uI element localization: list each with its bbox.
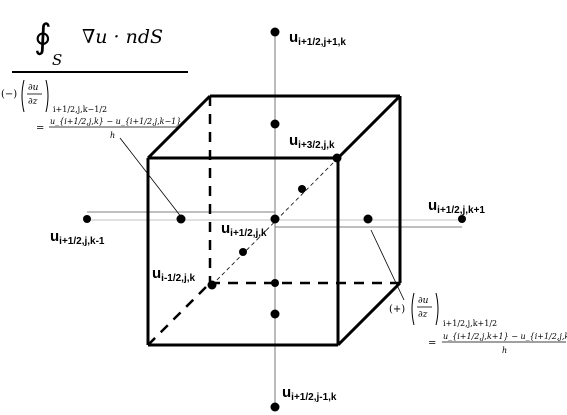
left-leader-line bbox=[119, 137, 183, 219]
label-top-point: ui+1/2,j+1,k bbox=[289, 29, 346, 48]
label-bottom-point: ui+1/2,j-1,k bbox=[282, 384, 337, 403]
right-deriv-num: ∂u bbox=[418, 296, 429, 306]
cube-top-right-edge bbox=[336, 94, 402, 160]
integral-symbol: ∮ bbox=[34, 17, 52, 57]
point-right-inner bbox=[363, 214, 373, 224]
right-deriv-den: ∂z bbox=[418, 310, 428, 320]
control-volume-cube bbox=[146, 94, 402, 347]
label-back-point: ui+3/2,j,k bbox=[289, 132, 335, 151]
point-bottom-inner-upper bbox=[271, 279, 279, 287]
integrand: ∇u · ndS bbox=[82, 26, 163, 48]
point-top-inner bbox=[270, 119, 280, 129]
point-front bbox=[207, 280, 217, 290]
left-paren-close bbox=[45, 79, 49, 113]
left-eq-num: u_{i+1/2,j,k} − u_{i+1/2,j,k−1} bbox=[50, 117, 181, 126]
cube-top-left-edge bbox=[146, 94, 212, 160]
diagonal-axis bbox=[211, 157, 339, 286]
left-deriv-num: ∂u bbox=[28, 83, 39, 93]
right-eq-num: u_{i+1/2,j,k+1} − u_{i+1/2,j,k} bbox=[443, 332, 567, 341]
point-diagonal-upper bbox=[298, 185, 306, 193]
point-left-inner bbox=[176, 214, 186, 224]
surface-integral-formula: ∮ S ∇u · ndS bbox=[12, 17, 188, 73]
left-subscript: i+1/2,j,k−1/2 bbox=[53, 105, 107, 114]
label-left-point: ui+1/2,j,k-1 bbox=[50, 228, 105, 247]
right-leader-line bbox=[370, 229, 405, 301]
label-center-point: ui+1/2,j,k bbox=[221, 220, 267, 239]
cube-bottom-right-edge bbox=[336, 281, 402, 347]
left-flux-annotation: (−) ∂u ∂z i+1/2,j,k−1/2 = u_{i+1/2,j,k} … bbox=[1, 79, 181, 140]
right-subscript: i+1/2,j,k+1/2 bbox=[443, 319, 497, 328]
right-paren-open bbox=[411, 292, 415, 326]
right-flux-annotation: (+) ∂u ∂z i+1/2,j,k+1/2 = u_{i+1/2,j,k+1… bbox=[389, 292, 567, 355]
grid-points bbox=[83, 27, 466, 412]
label-front-point: ui-1/2,j,k bbox=[152, 265, 196, 284]
left-sign: (−) bbox=[1, 89, 17, 100]
left-deriv-den: ∂z bbox=[28, 97, 38, 107]
point-diagonal-lower bbox=[239, 248, 247, 256]
label-right-point: ui+1/2,j,k+1 bbox=[428, 197, 485, 216]
integral-subscript: S bbox=[52, 51, 62, 69]
right-eq-den: h bbox=[502, 346, 507, 355]
left-paren-open bbox=[21, 79, 25, 113]
point-right-outer bbox=[458, 215, 466, 223]
point-back bbox=[332, 153, 342, 163]
right-equals: = bbox=[428, 338, 436, 349]
point-top-outer bbox=[270, 27, 280, 37]
point-left-outer bbox=[83, 215, 91, 223]
point-bottom-inner bbox=[270, 309, 280, 319]
cube-bottom-left-hidden-edge bbox=[147, 282, 211, 346]
point-bottom-outer bbox=[270, 402, 280, 412]
left-equals: = bbox=[36, 123, 44, 134]
right-paren-close bbox=[435, 292, 439, 326]
point-center bbox=[270, 214, 280, 224]
left-eq-den: h bbox=[110, 131, 115, 140]
right-sign: (+) bbox=[389, 304, 405, 315]
